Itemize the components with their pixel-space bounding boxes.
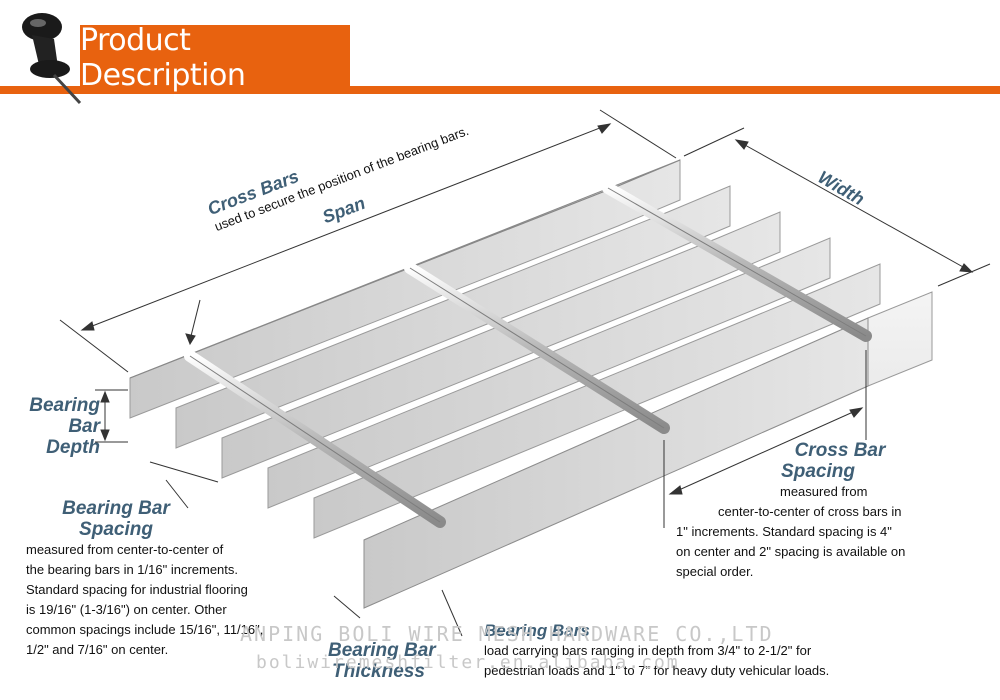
- cross-bars: [184, 182, 872, 528]
- watermark-company: ANPING BOLI WIRE MESH HARDWARE CO.,LTD: [240, 622, 774, 646]
- bearing-bar: [363, 291, 933, 609]
- cross-bar-spacing-line2: Spacing: [781, 461, 855, 482]
- bearing-bar-spacing-callout: Bearing Bar Spacing measured from center…: [26, 498, 296, 660]
- dimension-lines: [59, 109, 991, 637]
- title-banner: Product Description: [80, 23, 350, 93]
- bearing-bar: [175, 185, 731, 449]
- page-title: Product Description: [80, 23, 246, 93]
- cross-bar-spacing-callout: Cross Bar Spacing measured from center-t…: [676, 440, 960, 582]
- desc-line: common spacings include 15/16", 11/16",: [26, 622, 264, 637]
- bearing-bar-spacing-line2: Spacing: [79, 519, 153, 540]
- pushpin-icon: [22, 13, 82, 105]
- desc-line: 1/2" and 7/16" on center.: [26, 642, 169, 657]
- desc-line: the bearing bars in 1/16" increments.: [26, 562, 239, 577]
- bearing-bars: [129, 159, 933, 609]
- desc-line: Standard spacing for industrial flooring: [26, 582, 248, 597]
- bearing-bar: [221, 211, 781, 479]
- bearing-bars-label: Bearing Bars: [484, 621, 590, 640]
- bearing-bar-thickness-line2: Thickness: [332, 661, 425, 682]
- watermark-url: boliwiremeshfilter.en.alibaba.com: [256, 652, 680, 673]
- desc-line: is 19/16" (1-3/16") on center. Other: [26, 602, 227, 617]
- desc-line: measured from center-to-center of: [26, 542, 224, 557]
- bearing-bar: [267, 237, 831, 509]
- bearing-bar-depth-line3: Depth: [46, 437, 100, 458]
- cross-bar-spacing-line1: Cross Bar: [794, 440, 886, 461]
- bearing-bar-depth-line1: Bearing: [29, 395, 100, 416]
- desc-line: special order.: [676, 564, 754, 579]
- bearing-bar-thickness-line1: Bearing Bar: [328, 640, 436, 661]
- desc-line: measured from: [780, 484, 868, 499]
- header-divider: [0, 86, 1000, 94]
- bearing-bar: [313, 263, 881, 539]
- bearing-bar-spacing-line1: Bearing Bar: [62, 498, 170, 519]
- cross-bar-spacing-desc: measured from center-to-center of cross …: [676, 482, 960, 582]
- desc-line: center-to-center of cross bars in: [718, 504, 902, 519]
- desc-line: on center and 2" spacing is available on: [676, 544, 906, 559]
- desc-line: 1" increments. Standard spacing is 4": [676, 524, 892, 539]
- bearing-bar-depth-line2: Bar: [68, 416, 100, 437]
- bearing-bar-thickness-label: Bearing Bar Thickness: [328, 640, 488, 682]
- bearing-bars-callout: Bearing Bars load carrying bars ranging …: [484, 620, 884, 681]
- bearing-bar-depth-label: Bearing Bar Depth: [20, 395, 100, 458]
- desc-line: load carrying bars ranging in depth from…: [484, 643, 812, 658]
- bearing-bar-spacing-desc: measured from center-to-center of the be…: [26, 540, 296, 660]
- desc-line: pedestrian loads and 1" to 7" for heavy …: [484, 663, 830, 678]
